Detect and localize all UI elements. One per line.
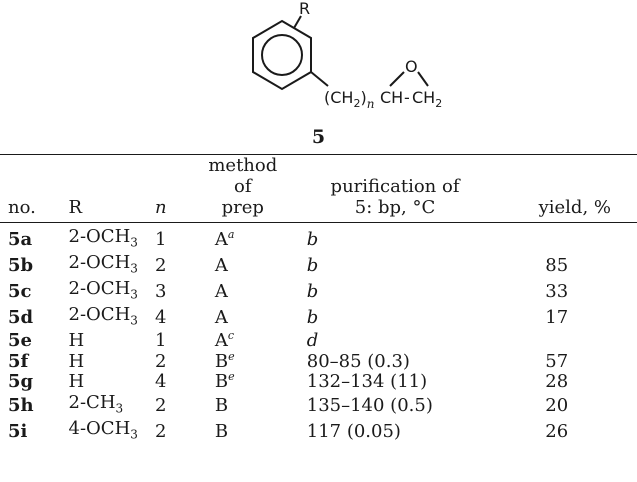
cell-yield: 17 xyxy=(545,307,569,329)
table-row: 5g H 4 Be 132–134 (11) 28 xyxy=(0,370,637,393)
ch2-label: CH2 xyxy=(412,88,442,110)
cell-yield: 28 xyxy=(545,371,569,393)
cell-method: Aa xyxy=(214,227,235,250)
footnote-marker: a xyxy=(227,227,235,241)
data-table: no. R n method of prep purification of 5… xyxy=(0,154,637,445)
header-yield: yield, % xyxy=(538,197,611,218)
cell-r: H xyxy=(68,330,85,352)
cell-no: 5c xyxy=(8,280,32,302)
cell-purification: b xyxy=(306,307,319,329)
header-purification: purification of 5: bp, °C xyxy=(330,176,460,218)
cell-method: A xyxy=(214,280,228,302)
cell-r: 2-CH3 xyxy=(68,391,124,416)
cell-method: Be xyxy=(214,370,235,393)
cell-yield: 26 xyxy=(545,420,569,442)
cell-n: 2 xyxy=(155,350,167,372)
cell-no: 5e xyxy=(8,330,32,352)
cell-no: 5f xyxy=(8,350,29,372)
table-row: 5h 2-CH3 2 B 135–140 (0.5) 20 xyxy=(0,391,637,419)
cell-yield: 85 xyxy=(545,254,569,276)
footnote-marker: e xyxy=(228,370,235,384)
cell-purification: d xyxy=(306,330,319,352)
footnote-marker: e xyxy=(228,349,235,363)
cell-r: 2-OCH3 xyxy=(68,304,138,328)
cell-no: 5d xyxy=(8,307,34,329)
cell-r: 2-OCH3 xyxy=(68,252,138,276)
footnote-marker: c xyxy=(227,329,235,343)
header-n: n xyxy=(155,197,167,218)
cell-purification: 132–134 (11) xyxy=(306,371,428,393)
cell-method: Be xyxy=(214,349,235,372)
header-method: method of prep xyxy=(208,155,278,218)
header-row: no. R n method of prep purification of 5… xyxy=(0,154,637,223)
cell-n: 4 xyxy=(155,371,167,393)
cell-method: B xyxy=(214,394,229,416)
chain-bond xyxy=(310,71,329,87)
cell-purification: 135–140 (0.5) xyxy=(306,394,433,416)
cell-method: Ac xyxy=(214,329,235,352)
table-row: 5e H 1 Ac d xyxy=(0,329,637,352)
benzene-ring xyxy=(252,19,312,91)
cell-no: 5b xyxy=(8,254,34,276)
cell-r: H xyxy=(68,350,85,372)
cell-n: 3 xyxy=(155,280,167,302)
cell-purification: 80–85 (0.3) xyxy=(306,350,410,372)
r-bond xyxy=(293,15,302,29)
cell-no: 5h xyxy=(8,394,34,416)
cell-purification: b xyxy=(306,228,319,250)
cell-yield: 57 xyxy=(545,350,569,372)
cell-method: A xyxy=(214,254,228,276)
cell-r: 2-OCH3 xyxy=(68,226,138,250)
cell-n: 2 xyxy=(155,420,167,442)
ch-ch2-dash: - xyxy=(404,88,410,107)
epoxide-bonds xyxy=(389,71,429,87)
cell-r: H xyxy=(68,371,85,393)
cell-r: 4-OCH3 xyxy=(68,417,138,442)
cell-method: A xyxy=(214,307,228,329)
cell-purification: b xyxy=(306,280,319,302)
table-row: 5a 2-OCH3 1 Aa b xyxy=(0,223,637,254)
cell-yield xyxy=(505,223,637,254)
chain-label: (CH2)n xyxy=(324,88,374,111)
cell-yield: 33 xyxy=(545,280,569,302)
cell-purification: b xyxy=(306,254,319,276)
cell-no: 5a xyxy=(8,228,33,250)
compound-number: 5 xyxy=(311,126,326,148)
header-r: R xyxy=(68,197,83,218)
ch-label: CH xyxy=(380,88,403,107)
cell-purification: 117 (0.05) xyxy=(306,420,401,442)
cell-n: 4 xyxy=(155,307,167,329)
oxygen-label: O xyxy=(405,57,418,76)
cell-yield: 20 xyxy=(545,394,569,416)
cell-r: 2-OCH3 xyxy=(68,278,138,302)
header-no: no. xyxy=(8,197,36,218)
cell-n: 2 xyxy=(155,394,167,416)
table-row: 5f H 2 Be 80–85 (0.3) 57 xyxy=(0,349,637,373)
table-row: 5i 4-OCH3 2 B 117 (0.05) 26 xyxy=(0,417,637,445)
cell-no: 5i xyxy=(8,420,28,442)
chemical-structure: R (CH2)n CH - CH2 O xyxy=(252,0,442,111)
cell-no: 5g xyxy=(8,371,34,393)
cell-n: 2 xyxy=(155,254,167,276)
cell-n: 1 xyxy=(155,330,167,352)
cell-method: B xyxy=(214,420,229,442)
cell-yield xyxy=(505,331,637,352)
cell-n: 1 xyxy=(155,228,167,250)
substituent-r-label: R xyxy=(299,0,310,18)
